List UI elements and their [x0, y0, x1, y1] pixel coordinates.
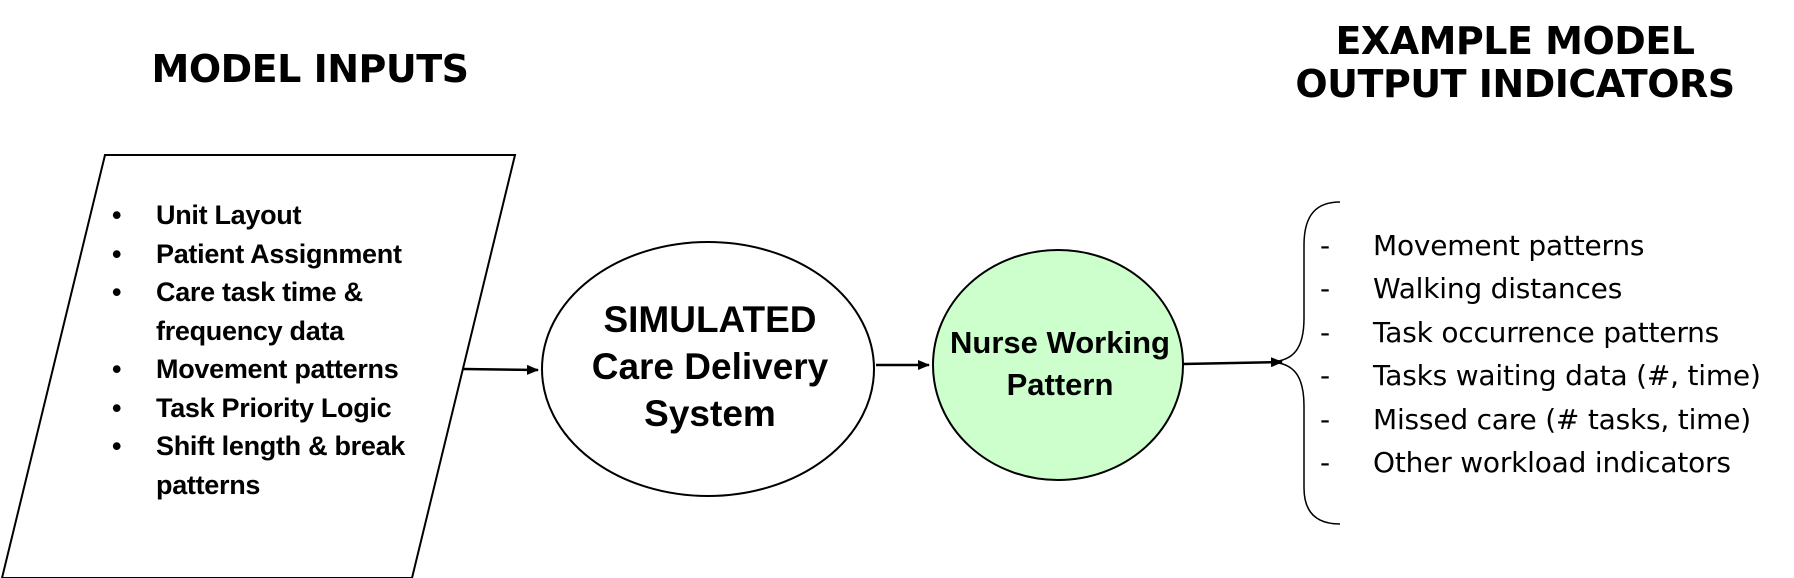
simulated-system-ellipse: [541, 241, 875, 497]
nurse-line-1: Nurse Working: [950, 325, 1170, 360]
output-item: Walking distances: [1320, 267, 1761, 311]
arrow-inputs-to-system: [462, 364, 539, 375]
simulated-line-1: SIMULATED: [603, 299, 817, 340]
outputs-brace: [1267, 201, 1341, 525]
simulated-system-label: SIMULATED Care Delivery System: [560, 296, 860, 437]
input-item: Care task time & frequency data: [108, 273, 438, 350]
input-item: Movement patterns: [108, 350, 438, 389]
output-indicators-list: Movement patterns Walking distances Task…: [1320, 224, 1761, 485]
nurse-pattern-label: Nurse Working Pattern: [930, 322, 1190, 406]
model-inputs-list: Unit Layout Patient Assignment Care task…: [108, 196, 438, 504]
output-item: Task occurrence patterns: [1320, 311, 1761, 355]
model-inputs-heading: MODEL INPUTS: [151, 47, 470, 91]
input-item: Unit Layout: [108, 196, 438, 235]
arrow-nurse-to-outputs: [1182, 357, 1283, 368]
nurse-line-2: Pattern: [1006, 367, 1114, 402]
input-item: Task Priority Logic: [108, 389, 438, 428]
simulated-line-3: System: [644, 393, 776, 434]
nurse-pattern-ellipse: [932, 249, 1184, 481]
input-item: Shift length & break patterns: [108, 427, 438, 504]
input-item: Patient Assignment: [108, 235, 438, 274]
output-item: Other workload indicators: [1320, 441, 1761, 485]
output-indicators-heading: EXAMPLE MODEL OUTPUT INDICATORS: [1295, 19, 1735, 106]
output-item: Movement patterns: [1320, 224, 1761, 268]
simulated-line-2: Care Delivery: [591, 346, 829, 387]
output-item: Missed care (# tasks, time): [1320, 398, 1761, 442]
output-item: Tasks waiting data (#, time): [1320, 354, 1761, 398]
